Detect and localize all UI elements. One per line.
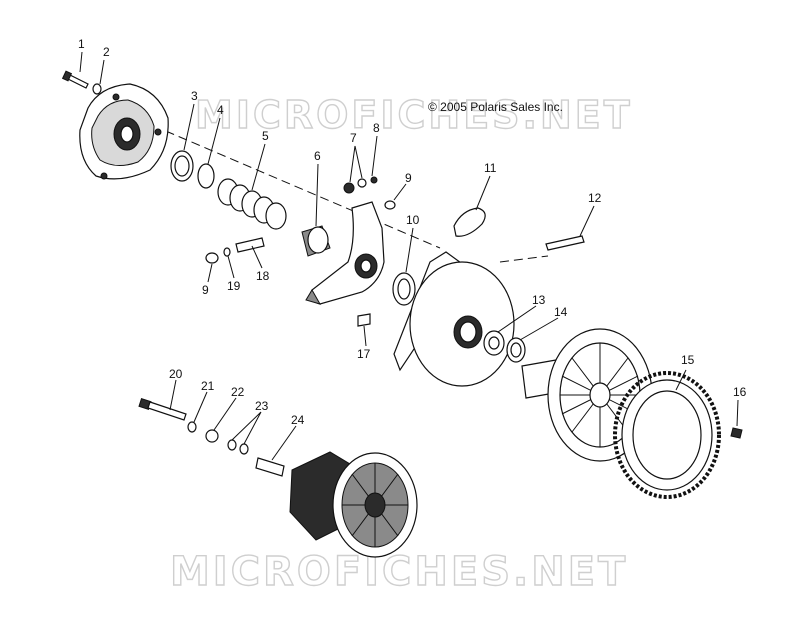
callout-5: 5 [262,129,269,143]
callout-23: 23 [255,399,269,413]
part-18-pin [235,237,265,253]
part-14-washer [506,337,526,363]
callout-1: 1 [78,37,85,51]
movable-sheave [393,251,515,387]
part-3-bushing [170,150,194,182]
part-22-bushing [205,429,219,443]
callout-20: 20 [169,367,183,381]
spider-arm-assembly [305,201,385,305]
part-1-bolt [61,70,89,89]
callout-17: 17 [357,347,371,361]
part-23-o-ring-b [239,443,249,455]
callout-18: 18 [256,269,270,283]
shaft-centerline [499,255,549,263]
callout-4: 4 [217,103,224,117]
part-17-plug [357,313,371,327]
part-15-ring-gear [613,371,721,499]
cover-housing [79,83,169,180]
part-7-8-pins [343,176,378,194]
part-10-ring [392,272,416,306]
part-21-washer [187,421,197,433]
callout-11: 11 [484,161,497,175]
callout-2: 2 [103,45,110,59]
callout-3: 3 [191,89,198,103]
callout-14: 14 [554,305,568,319]
drive-clutch-assembly [289,451,418,558]
callout-8: 8 [373,121,380,135]
callout-16: 16 [733,385,747,399]
part-9-plug-upper [384,200,396,210]
part-2-washer [92,83,102,95]
callout-19: 19 [227,279,241,293]
part-9-plug-lower [205,252,219,264]
callout-6: 6 [314,149,321,163]
copyright-text: © 2005 Polaris Sales Inc. [428,100,563,114]
leader-lines [79,51,739,461]
part-6-roller [301,225,331,257]
part-20-bolt [138,398,187,421]
callout-15: 15 [681,353,695,367]
callout-13: 13 [532,293,546,307]
part-19-ring [223,247,231,257]
part-24-sleeve [255,457,285,477]
watermark-top: MICROFICHES.NET [195,93,633,137]
part-16-screw [730,427,743,439]
part-23-o-ring-a [227,439,237,451]
callout-numbers: 1 2 3 4 5 6 7 8 9 10 11 12 13 14 15 16 1… [78,37,747,427]
assembly-centerline [139,119,441,249]
part-4-snap-ring [197,163,215,189]
watermark-bottom: MICROFICHES.NET [170,549,628,595]
callout-24: 24 [291,413,305,427]
part-12-rod [545,235,585,251]
callout-10: 10 [406,213,420,227]
callout-9-lower: 9 [202,283,209,297]
callout-9-upper: 9 [405,171,412,185]
callout-21: 21 [201,379,215,393]
callout-22: 22 [231,385,245,399]
part-11-clip [453,207,486,237]
callout-12: 12 [588,191,602,205]
part-13-seal [483,330,505,356]
part-5-spring [217,178,287,230]
callout-7: 7 [350,131,357,145]
